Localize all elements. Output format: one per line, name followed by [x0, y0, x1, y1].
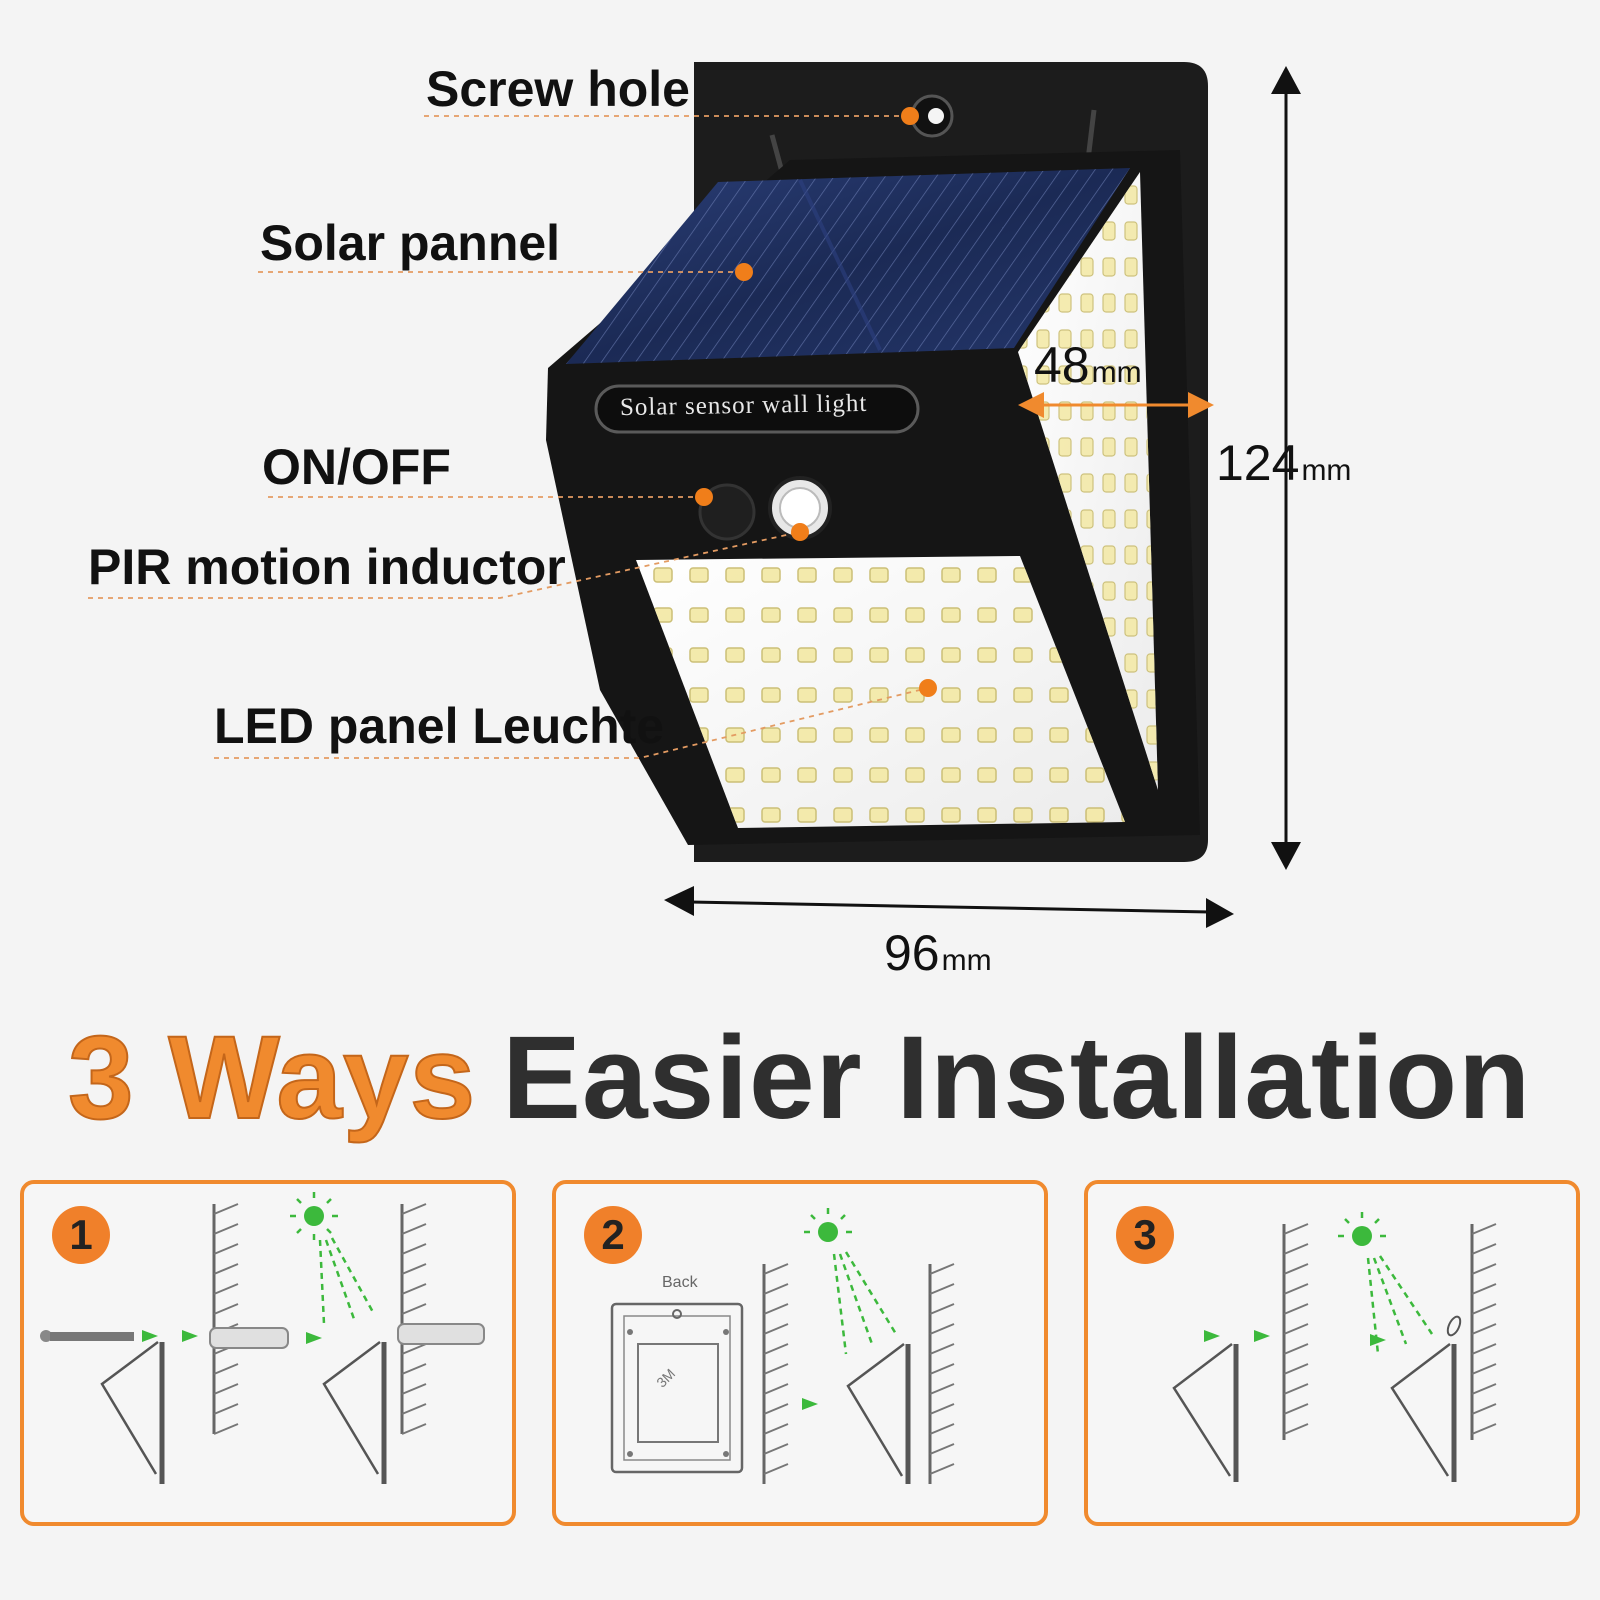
dimension-width: 96mm — [884, 924, 992, 982]
dimension-width-unit: mm — [941, 944, 992, 977]
dimension-height-value: 124 — [1216, 435, 1300, 491]
sun-icon — [304, 1206, 324, 1226]
install-step-2: 2 Back 3M — [552, 1180, 1048, 1526]
dimension-depth-value: 48 — [1034, 337, 1090, 393]
callout-pir-sensor: PIR motion inductor — [88, 539, 566, 595]
product-illustration — [88, 62, 1301, 928]
step-2-diagram — [610, 1208, 955, 1484]
step-1-badge: 1 — [52, 1206, 110, 1264]
sun-icon — [1352, 1226, 1372, 1246]
step-1-diagram — [40, 1192, 485, 1484]
callout-solar-panel: Solar pannel — [260, 215, 561, 271]
callout-on-off: ON/OFF — [262, 439, 451, 495]
dimension-height: 124mm — [1216, 434, 1351, 492]
back-label: Back — [662, 1274, 698, 1291]
headline-rest: Easier Installation — [502, 1012, 1532, 1144]
headline-accent: 3 Ways — [67, 1011, 477, 1145]
dimension-depth-unit: mm — [1091, 356, 1142, 389]
step-2-badge: 2 — [584, 1206, 642, 1264]
product-label-plaque — [594, 384, 920, 434]
install-step-1: 1 — [20, 1180, 516, 1526]
callout-screw-hole: Screw hole — [426, 61, 690, 117]
dimension-height-unit: mm — [1301, 454, 1352, 487]
step-3-diagram — [1172, 1212, 1497, 1482]
product-label-text: Solar sensor wall light — [619, 389, 868, 422]
on-off-switch — [698, 483, 756, 541]
step-3-badge: 3 — [1116, 1206, 1174, 1264]
dimension-width-value: 96 — [884, 925, 940, 981]
callout-led-panel: LED panel Leuchte — [214, 698, 665, 754]
sun-icon — [818, 1222, 838, 1242]
install-step-3: 3 — [1084, 1180, 1580, 1526]
dimension-depth: 48mm — [1034, 336, 1142, 394]
